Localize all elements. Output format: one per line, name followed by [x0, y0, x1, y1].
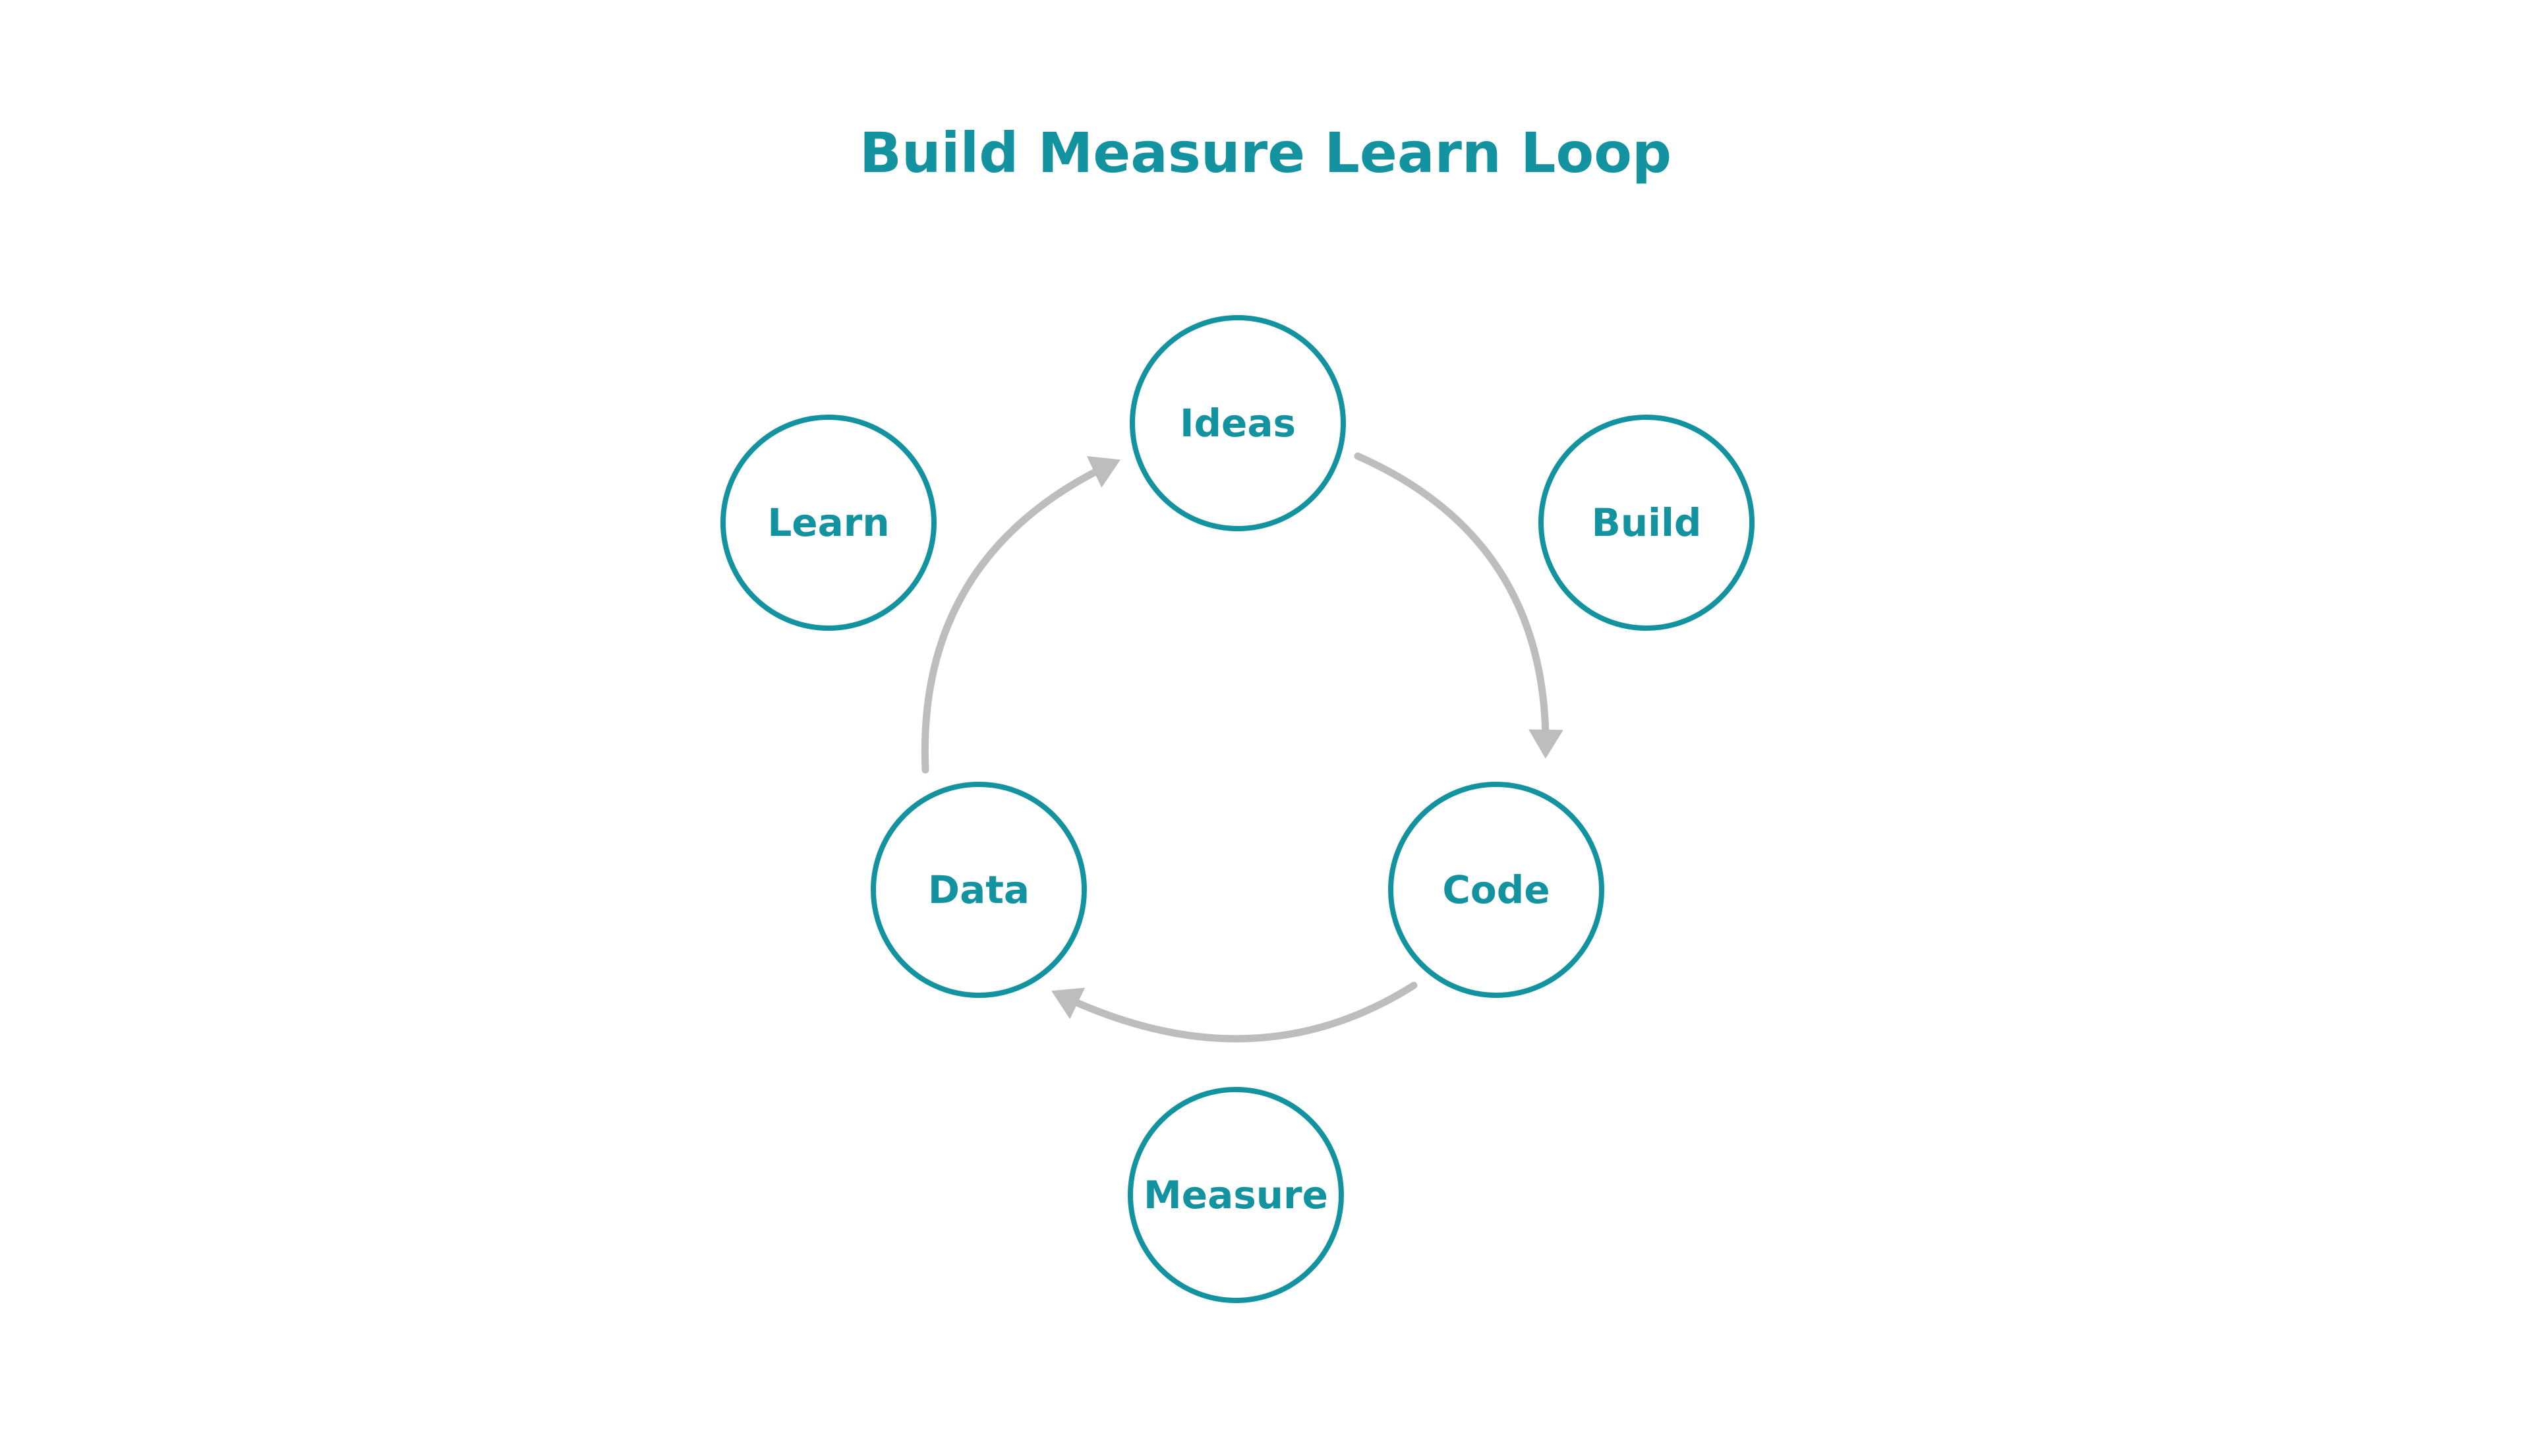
node-learn-label: Learn — [767, 500, 889, 545]
node-data: Data — [871, 782, 1087, 998]
node-measure-label: Measure — [1144, 1173, 1328, 1217]
node-data-label: Data — [928, 867, 1030, 912]
node-ideas-label: Ideas — [1180, 401, 1296, 446]
arrow-code-to-data — [1051, 981, 1418, 1043]
node-code-label: Code — [1442, 867, 1550, 912]
diagram-title: Build Measure Learn Loop — [859, 121, 1672, 185]
node-ideas: Ideas — [1130, 315, 1346, 531]
node-build: Build — [1538, 415, 1755, 631]
arrow-data-to-ideas — [921, 456, 1120, 774]
node-code: Code — [1388, 782, 1604, 998]
node-measure: Measure — [1128, 1087, 1344, 1303]
node-build-label: Build — [1592, 500, 1702, 545]
arrow-ideas-to-code — [1354, 452, 1563, 759]
node-learn: Learn — [720, 415, 937, 631]
